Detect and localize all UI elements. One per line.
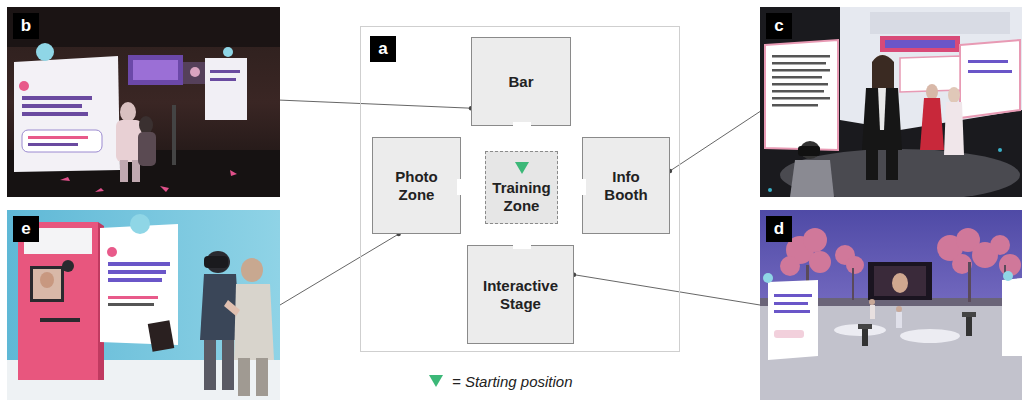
doorway: [513, 122, 531, 130]
zone-name: Info Booth: [591, 168, 661, 204]
bar-photo: [7, 7, 280, 197]
leader-line: [280, 100, 471, 108]
zone-box: Info Booth: [582, 137, 670, 234]
photo-panel: c: [760, 7, 1022, 197]
zone-box: Photo Zone: [372, 137, 461, 234]
zone-name: Photo Zone: [381, 168, 452, 204]
panel-letter: e: [13, 216, 39, 242]
panel-letter: c: [766, 13, 792, 39]
leader-line: [670, 112, 760, 171]
zone-box: Bar: [471, 37, 571, 126]
floor-plan-panel: aBarPhoto Zone Training Zone Info BoothInt…: [360, 26, 680, 352]
leader-line: [574, 275, 760, 305]
legend-triangle: [428, 374, 444, 388]
photo-panel: b: [7, 7, 280, 197]
panel-letter: b: [13, 13, 39, 39]
zone-box: Interactive Stage: [467, 245, 574, 344]
legend-text: = Starting position: [452, 373, 573, 390]
info-booth-photo: [760, 7, 1022, 197]
doorway: [578, 179, 586, 195]
doorway: [457, 179, 465, 195]
photo-panel: e: [7, 210, 280, 400]
legend: = Starting position: [428, 370, 573, 392]
start-triangle: [514, 161, 530, 175]
training-zone-box: Training Zone: [485, 151, 558, 224]
zone-name: Bar: [508, 73, 533, 91]
zone-name: Interactive Stage: [476, 277, 565, 313]
photo-zone-photo: [7, 210, 280, 400]
stage-photo: [760, 210, 1022, 400]
photo-panel: d: [760, 210, 1022, 400]
zone-name: Training Zone: [490, 179, 553, 215]
panel-letter: d: [766, 216, 792, 242]
leader-line: [280, 234, 399, 305]
panel-letter: a: [370, 36, 396, 62]
doorway: [513, 241, 531, 249]
